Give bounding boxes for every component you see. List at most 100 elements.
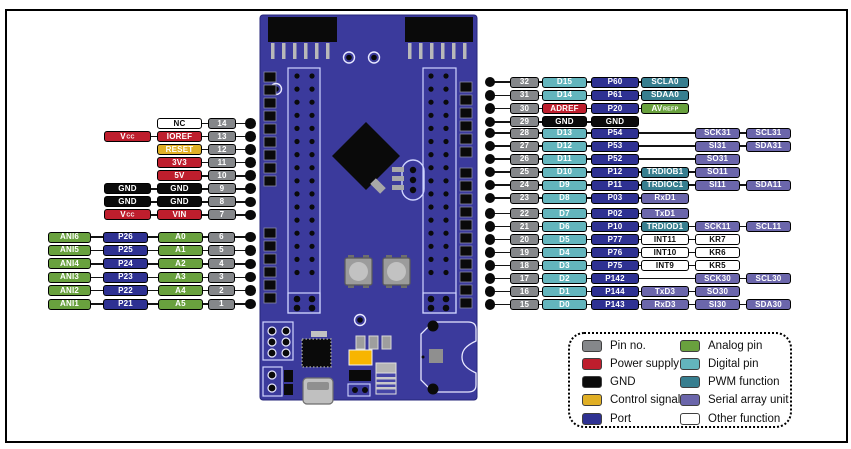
legend-label: Control signal xyxy=(610,394,681,407)
pin-connector-dot xyxy=(245,183,256,194)
pin-label-p20: P20 xyxy=(591,103,639,115)
pin-label-si31: SI31 xyxy=(695,140,740,152)
pin-label-kr6: KR6 xyxy=(695,247,740,258)
pin-number-badge-17: 17 xyxy=(510,273,539,284)
pin-label-rxd3: RxD3 xyxy=(641,299,689,310)
pin-label-kr5: KR5 xyxy=(695,260,740,271)
pin-number-badge-8: 8 xyxy=(208,196,236,208)
pin-label-ani3: ANI3 xyxy=(48,271,91,283)
pin-label-p25: P25 xyxy=(103,244,148,256)
pin-label-p10: P10 xyxy=(591,221,639,232)
legend-label: Port xyxy=(610,412,632,425)
pin-label-d4: D4 xyxy=(542,247,587,258)
passive-components xyxy=(347,335,397,397)
pin-connector-dot xyxy=(484,208,496,219)
pin-connector-dot xyxy=(484,234,496,245)
pin-label-d0: D0 xyxy=(542,299,587,310)
pin-label-trdioc1: TRDIOC1 xyxy=(641,179,689,191)
pin-label-p21: P21 xyxy=(103,298,148,310)
pin-label-d5: D5 xyxy=(542,234,587,245)
pin-label-trdiod1: TRDIOD1 xyxy=(641,221,689,232)
pin-label-vin: VIN xyxy=(157,209,202,221)
push-buttons xyxy=(344,255,411,288)
pin-number-badge-28: 28 xyxy=(510,127,539,139)
legend-item-power-supply: Power supply xyxy=(582,357,679,371)
usb-connector xyxy=(302,377,334,405)
pin-connector-dot xyxy=(484,103,496,114)
pin-number-badge-14: 14 xyxy=(208,118,236,129)
pin-label-d2: D2 xyxy=(542,273,587,284)
pin-connection-line xyxy=(161,122,251,125)
pin-label-ani1: ANI1 xyxy=(48,298,91,310)
pin-connector-dot xyxy=(245,285,256,296)
pin-connector-dot xyxy=(484,221,496,232)
pin-connection-line xyxy=(52,303,251,305)
pin-label-a0: A0 xyxy=(158,231,203,243)
pin-label-gnd: GND xyxy=(157,196,202,208)
pin-label-d14: D14 xyxy=(542,89,587,101)
pin-number-badge-31: 31 xyxy=(510,89,539,101)
pin-label-d1: D1 xyxy=(542,286,587,297)
pin-label-p53: P53 xyxy=(591,140,639,152)
legend-item-control-signal: Control signal xyxy=(582,393,680,407)
connector-pins xyxy=(271,43,467,59)
pin-connection-line xyxy=(52,249,251,252)
pin-label-p26: P26 xyxy=(103,231,148,243)
pin-connection-line xyxy=(52,263,251,265)
pin-label-scl11: SCL11 xyxy=(746,221,791,232)
legend-item-digital-pin: Digital pin xyxy=(680,357,759,371)
pin-number-badge-3: 3 xyxy=(208,271,235,283)
pin-label-adref: ADREF xyxy=(542,103,587,115)
pin-connection-line xyxy=(490,197,685,199)
legend-swatch xyxy=(582,412,602,425)
pin-number-badge-11: 11 xyxy=(208,157,236,169)
pin-number-badge-27: 27 xyxy=(510,140,539,152)
mcu-chip xyxy=(332,122,400,190)
pin-connection-line xyxy=(490,81,685,83)
pin-connector-dot xyxy=(484,247,496,258)
pin-connection-line xyxy=(490,94,685,97)
pin-label-sda31: SDA31 xyxy=(746,140,791,152)
pin-label-scl31: SCL31 xyxy=(746,127,791,139)
pin-label-a2: A2 xyxy=(158,258,203,270)
pin-number-badge-32: 32 xyxy=(510,76,539,88)
pin-label-int9: INT9 xyxy=(641,260,689,271)
pin-label-d13: D13 xyxy=(542,127,587,139)
pin-label-p52: P52 xyxy=(591,153,639,165)
pin-label-gnd: GND xyxy=(591,116,639,128)
pin-label-d15: D15 xyxy=(542,76,587,88)
mounting-holes xyxy=(269,51,381,327)
pin-number-badge-15: 15 xyxy=(510,299,539,310)
pin-label-p54: P54 xyxy=(591,127,639,139)
legend-swatch xyxy=(582,394,602,407)
pin-label-p143: P143 xyxy=(591,299,639,310)
pin-label-ani4: ANI4 xyxy=(48,258,91,270)
pin-connector-dot xyxy=(245,196,256,207)
top-connector-left xyxy=(268,17,337,42)
pin-label-d12: D12 xyxy=(542,140,587,152)
pin-label-gnd: GND xyxy=(157,183,202,195)
pin-connector-dot xyxy=(245,231,256,243)
bottom-left-connector xyxy=(262,321,294,397)
pin-number-badge-23: 23 xyxy=(510,192,539,204)
pin-number-badge-22: 22 xyxy=(510,208,539,219)
legend-item-port: Port xyxy=(582,412,631,426)
legend-label: Digital pin xyxy=(708,357,759,370)
legend-swatch xyxy=(680,394,700,407)
pin-number-badge-9: 9 xyxy=(208,183,236,195)
pin-number-badge-21: 21 xyxy=(510,221,539,232)
legend-swatch xyxy=(680,412,700,425)
pin-number-badge-16: 16 xyxy=(510,286,539,297)
pin-connection-line xyxy=(52,289,251,292)
pin-label-si30: SI30 xyxy=(695,299,740,310)
legend-swatch xyxy=(680,376,700,389)
pin-number-badge-12: 12 xyxy=(208,144,236,156)
pin-connector-dot xyxy=(484,192,496,204)
pin-label-a5: A5 xyxy=(158,298,203,310)
led-yellow xyxy=(348,349,373,366)
pin-connector-dot xyxy=(484,299,496,310)
pin-label-d10: D10 xyxy=(542,166,587,178)
